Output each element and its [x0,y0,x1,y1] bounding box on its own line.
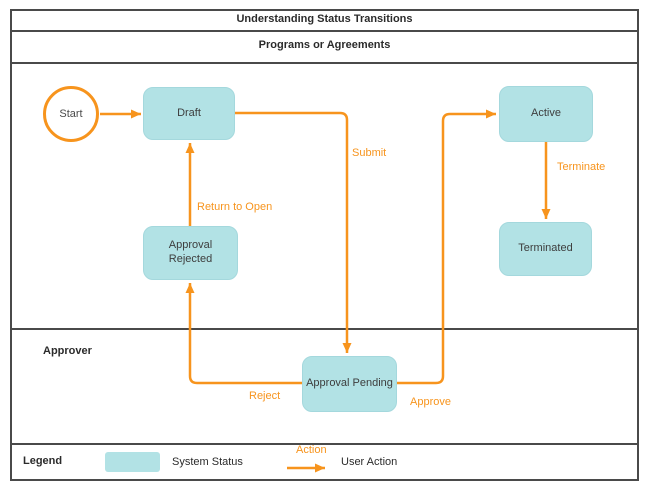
transition-label-terminate: Terminate [557,161,606,173]
legend-system-status-label: System Status [172,456,243,468]
lane-header-programs-or-agreements: Programs or Agreements [258,39,391,51]
transition-label-reject: Reject [249,390,281,402]
node-terminated-label: Terminated [518,242,573,255]
legend-user-action-label: User Action [341,456,398,468]
legend-action-label: Action [296,444,327,456]
node-approval-pending: Approval Pending [302,356,397,412]
lane-label-approver: Approver [43,345,92,357]
divider-lane-header [10,62,639,64]
arrow-approve [397,109,496,385]
node-active-label: Active [531,107,561,120]
transition-label-approve: Approve [410,396,451,408]
node-draft-label: Draft [177,106,201,119]
legend-title: Legend [23,455,63,467]
node-approval-pending-label: Approval Pending [306,377,393,390]
arrow-reject [185,283,302,385]
node-approval-rejected: Approval Rejected [143,226,238,280]
arrow-submit [235,111,352,353]
node-start-label: Start [59,108,83,120]
node-terminated: Terminated [499,222,592,276]
legend-system-status-swatch [105,452,160,472]
transition-label-return-to-open: Return to Open [197,201,273,213]
node-start: Start [43,86,99,142]
divider-approver-lane [10,328,639,330]
page-title: Understanding Status Transitions [236,13,413,25]
transition-label-submit: Submit [352,147,387,159]
node-draft: Draft [143,87,235,140]
node-approval-rejected-label: Approval Rejected [168,239,213,265]
divider-title [10,30,639,32]
divider-legend [10,443,639,445]
node-active: Active [499,86,593,142]
